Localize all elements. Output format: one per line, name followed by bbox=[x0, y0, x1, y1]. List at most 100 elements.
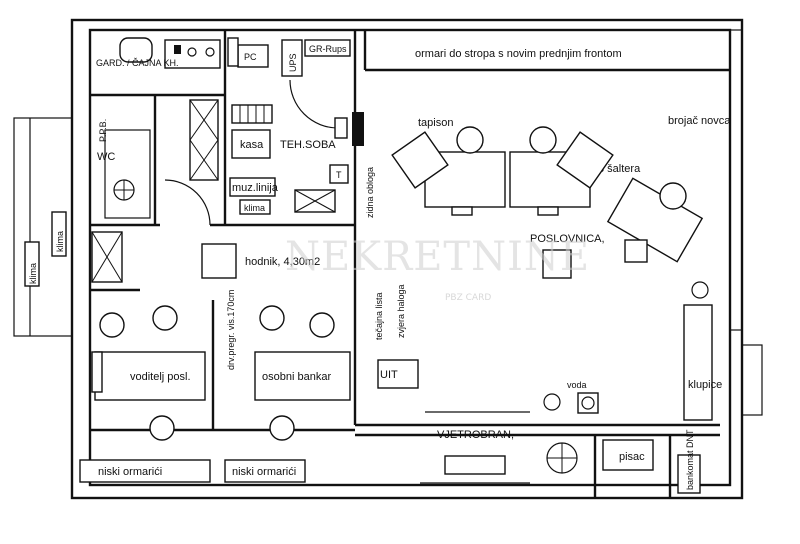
muz-box bbox=[229, 177, 276, 197]
offices: voditelj posl. osobni bankar bbox=[91, 305, 351, 441]
teh-soba: kasa TEH.SOBA T muz.linija klima bbox=[229, 79, 364, 215]
label-vjetrobran: VJETROBRAN, bbox=[437, 429, 514, 441]
counter-angled-right bbox=[556, 131, 614, 189]
door-swing-teh bbox=[289, 79, 339, 129]
wc-stall bbox=[104, 129, 151, 219]
window-bay-right bbox=[741, 344, 763, 416]
label-klima-1: klima bbox=[244, 203, 265, 213]
stove-ring bbox=[205, 47, 215, 57]
kasa-box bbox=[231, 129, 271, 159]
desk-osobni-bankar bbox=[254, 351, 351, 401]
low-cabinet-1 bbox=[79, 459, 211, 483]
label-tapison: tapison bbox=[418, 117, 453, 129]
teller-chairs bbox=[451, 126, 687, 216]
label-voda: voda bbox=[567, 380, 587, 390]
label-niski-ormarici-2: niski ormarići bbox=[232, 466, 296, 478]
garderoba-area: P.P.B. GARD. / ČAJNA KH. bbox=[96, 37, 221, 142]
label-teh-soba: TEH.SOBA bbox=[280, 139, 336, 151]
watermark: NEKRETNINE PBZ CARD bbox=[285, 234, 590, 303]
entrance-mat bbox=[444, 455, 506, 475]
side-cabinet bbox=[91, 351, 103, 393]
label-klima-2: klima bbox=[28, 263, 38, 284]
low-cabinets: niski ormarići niski ormarići bbox=[79, 459, 306, 483]
stool bbox=[451, 206, 473, 216]
chair bbox=[152, 305, 178, 331]
label-kasa: kasa bbox=[240, 139, 264, 151]
low-cabinet-2 bbox=[224, 459, 306, 483]
exterior-platform bbox=[13, 117, 73, 337]
label-pisac: pisac bbox=[619, 451, 645, 463]
label-uit: UIT bbox=[380, 369, 398, 381]
label-poslovnica: POSLOVNICA, bbox=[530, 233, 605, 245]
office-chairs bbox=[99, 305, 335, 441]
label-brojac-novca: brojač novca bbox=[668, 115, 731, 127]
sink bbox=[119, 37, 153, 63]
label-ups: UPS bbox=[288, 53, 298, 72]
pc-area: PC UPS GR-Rups bbox=[227, 37, 351, 77]
cabinets-top: ormari do stropa s novim prednjim fronto… bbox=[415, 48, 622, 60]
water-dispenser-top bbox=[581, 396, 595, 410]
watermark-sub: PBZ CARD bbox=[445, 293, 491, 303]
label-bankomat: bankomat DNT bbox=[685, 429, 695, 490]
label-pc: PC bbox=[244, 52, 257, 62]
black-block bbox=[352, 112, 364, 146]
label-tecajna-lista: tečajna lista bbox=[374, 292, 384, 340]
label-voditelj: voditelj posl. bbox=[130, 371, 191, 383]
exterior-left bbox=[13, 117, 73, 337]
label-ppb: P.P.B. bbox=[98, 119, 108, 142]
uit-box bbox=[377, 359, 419, 389]
label-saltera: 3 šaltera bbox=[598, 163, 641, 175]
appliance bbox=[174, 45, 181, 54]
stove-ring bbox=[187, 47, 197, 57]
ups-box bbox=[281, 39, 303, 77]
chair bbox=[149, 415, 175, 441]
window-strip-right bbox=[729, 29, 743, 331]
shafts bbox=[91, 99, 219, 283]
hodnik-column bbox=[201, 243, 237, 279]
klima-unit-b bbox=[51, 211, 67, 257]
stool bbox=[537, 206, 559, 216]
partition-walls bbox=[90, 30, 730, 498]
watermark-main: NEKRETNINE bbox=[285, 234, 590, 280]
counter-angled-left bbox=[391, 131, 449, 189]
desk-voditelj bbox=[94, 351, 206, 401]
column-poslovnica-b bbox=[624, 239, 648, 263]
vjetrobran: VJETROBRAN, bbox=[420, 411, 578, 484]
label-t: T bbox=[336, 170, 342, 180]
chair bbox=[456, 126, 484, 154]
pisac-box bbox=[602, 439, 654, 471]
plant bbox=[543, 393, 561, 411]
chair bbox=[99, 312, 125, 338]
klima-unit-a bbox=[24, 241, 40, 287]
klima-box bbox=[239, 199, 271, 215]
water-dispenser bbox=[577, 392, 599, 414]
chair bbox=[309, 312, 335, 338]
label-zvjera-haloga: zvjera haloga bbox=[396, 284, 406, 338]
grid-panel bbox=[231, 104, 273, 124]
label-osobni-bankar: osobni bankar bbox=[262, 371, 331, 383]
label-drv-pregr: drv.pregr. vis.170cm bbox=[226, 290, 236, 370]
label-gr-rups: GR-Rups bbox=[309, 44, 347, 54]
label-wc: WC bbox=[97, 151, 115, 163]
label-klupice: klupice bbox=[688, 379, 722, 391]
label-garderoba: GARD. / ČAJNA KH. bbox=[96, 58, 179, 68]
small-panel bbox=[334, 117, 348, 139]
label-muz-linija: muz.linija bbox=[232, 182, 279, 194]
wc-room: WC bbox=[97, 129, 211, 226]
label-niski-ormarici-1: niski ormarići bbox=[98, 466, 162, 478]
label-ormari: ormari do stropa s novim prednjim fronto… bbox=[415, 48, 622, 60]
label-klima-3: klima bbox=[55, 231, 65, 252]
counter-3 bbox=[606, 177, 704, 263]
hodnik: hodnik, 4,30m2 bbox=[201, 243, 320, 279]
klupice-bench bbox=[683, 304, 713, 421]
shaft-a bbox=[189, 99, 219, 181]
poslovnica: tapison brojač novca 3 šaltera POSLOVNIC… bbox=[377, 115, 731, 421]
chair bbox=[529, 126, 557, 154]
small-unit bbox=[227, 37, 239, 67]
teller-counters bbox=[391, 131, 704, 263]
chair bbox=[269, 415, 295, 441]
chair bbox=[659, 182, 687, 210]
entrance-right: pisac bankomat DNT bbox=[602, 429, 701, 494]
plant bbox=[691, 281, 709, 299]
